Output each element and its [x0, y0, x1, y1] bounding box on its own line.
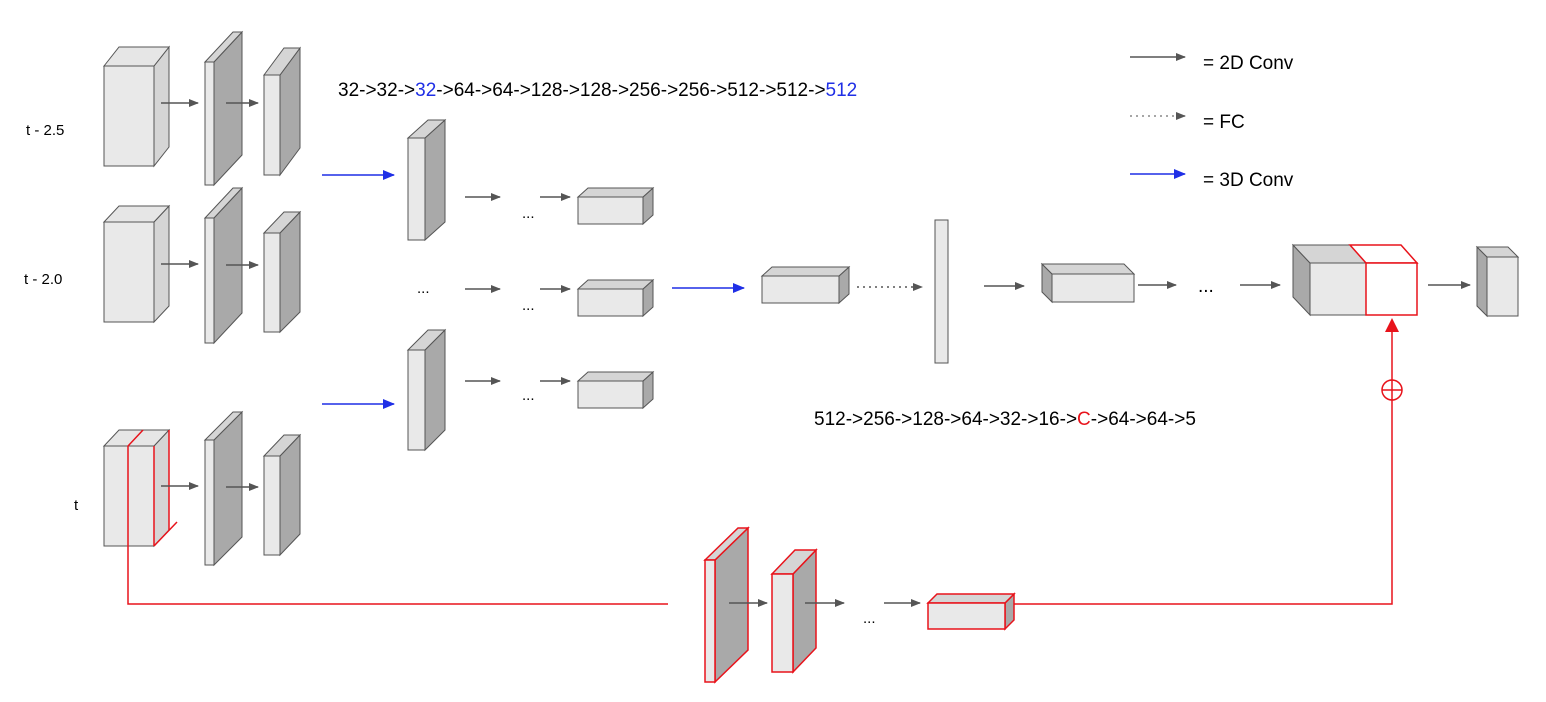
feature-map-t-b	[262, 433, 302, 557]
decoder-block	[1040, 262, 1136, 304]
red-small-block	[926, 592, 1016, 631]
fused-block	[760, 265, 851, 305]
decoder-sequence-segment: 512->256->128->64->32->16->	[814, 409, 1078, 430]
concat-symbol	[1381, 379, 1403, 401]
encoder-sequence-segment: 32->32->	[338, 80, 416, 101]
legend-fc-label: = FC	[1203, 112, 1245, 133]
red-branch-line-in	[127, 546, 668, 605]
small-block-middle	[576, 278, 655, 318]
red-feature-map-a	[703, 526, 750, 684]
fc-vector	[934, 219, 949, 364]
feature-map-mid-bottom	[406, 328, 447, 452]
red-arrowhead	[1385, 318, 1399, 332]
decoder-sequence-segment: C	[1077, 409, 1091, 430]
feature-map-t-2-0-b	[262, 210, 302, 334]
input-frame-t	[102, 428, 178, 548]
encoder-sequence-segment: 32	[415, 80, 437, 101]
ellipsis: ...	[863, 610, 876, 627]
feature-map-t-2-5-b	[263, 46, 301, 177]
label-t-2-0: t - 2.0	[24, 271, 63, 288]
label-t: t	[74, 497, 79, 514]
ellipsis: ...	[417, 280, 430, 297]
red-feature-map-b	[770, 548, 818, 674]
legend-conv3d-label: = 3D Conv	[1203, 170, 1294, 191]
input-frame-t-2-5	[102, 45, 171, 168]
ellipsis: ...	[522, 387, 535, 404]
label-t-2-5: t - 2.5	[26, 122, 65, 139]
output-block	[1475, 245, 1520, 318]
small-block-top	[576, 186, 655, 226]
feature-map-t-2-5-a	[203, 30, 244, 187]
ellipsis: ...	[1198, 276, 1214, 297]
feature-map-t-a	[203, 410, 244, 567]
concat-block	[1291, 243, 1419, 317]
feature-map-mid-top	[406, 118, 447, 242]
decoder-channel-sequence: 512->256->128->64->32->16->C->64->64->5	[814, 409, 1196, 431]
legend-conv2d-label: = 2D Conv	[1203, 53, 1294, 74]
decoder-sequence-segment: ->64->64->5	[1090, 409, 1196, 430]
small-block-bottom	[576, 370, 655, 410]
ellipsis: ...	[522, 297, 535, 314]
encoder-channel-sequence: 32->32->32->64->64->128->128->256->256->…	[338, 80, 857, 102]
encoder-sequence-segment: 512	[825, 80, 858, 101]
input-frame-t-2-0	[102, 204, 171, 324]
red-branch-line-out	[1014, 330, 1393, 605]
encoder-sequence-segment: ->64->64->128->128->256->256->512->512->	[436, 80, 826, 101]
ellipsis: ...	[522, 205, 535, 222]
